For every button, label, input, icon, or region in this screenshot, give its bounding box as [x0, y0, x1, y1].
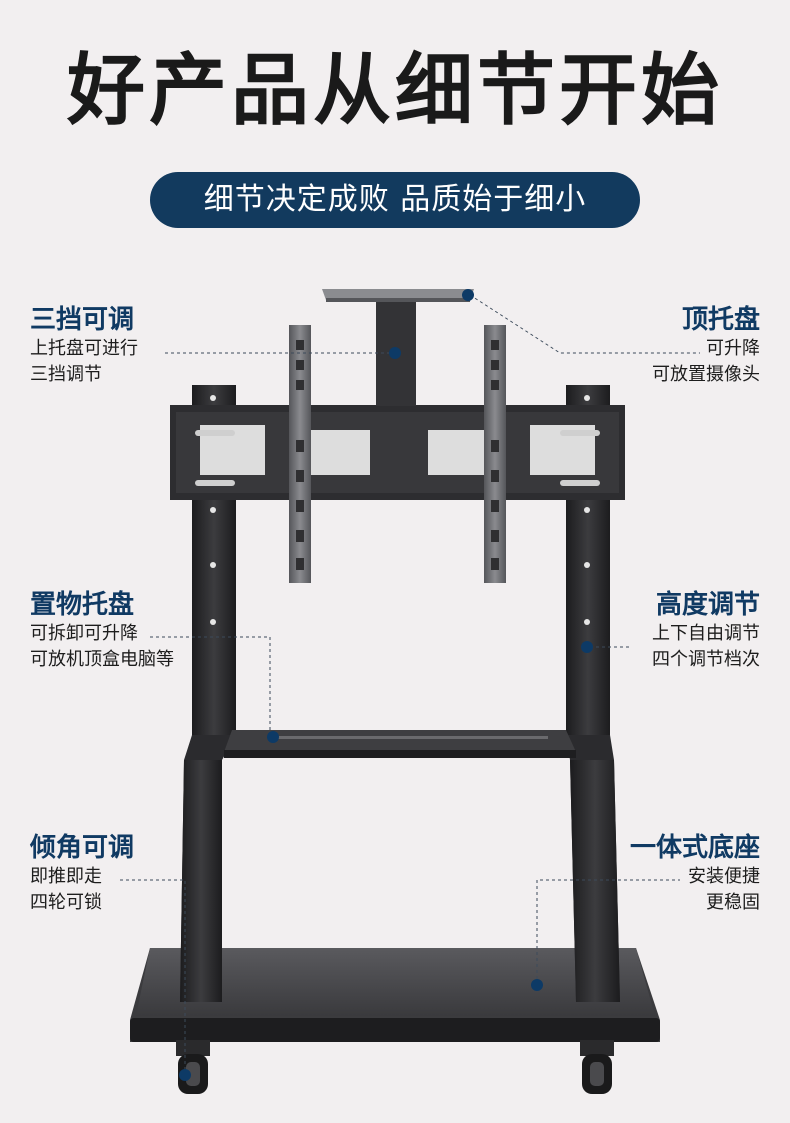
feature-line: 即推即走	[30, 866, 102, 888]
feature-height: 高度调节 上下自由调节 四个调节档次	[652, 590, 760, 673]
feature-line: 更稳固	[706, 892, 760, 914]
feature-line: 可放置摄像头	[652, 364, 760, 386]
feature-heading: 三挡可调	[30, 305, 135, 335]
feature-line: 可拆卸可升降	[30, 623, 138, 645]
feature-line: 可放机顶盒电脑等	[30, 649, 174, 671]
subtitle-banner: 细节决定成败 品质始于细小	[150, 172, 640, 228]
main-title: 好产品从细节开始	[66, 46, 723, 136]
feature-line: 上下自由调节	[652, 623, 760, 645]
mount-crossbar	[170, 405, 625, 500]
shelf-tray	[224, 730, 576, 758]
feature-heading: 高度调节	[655, 590, 760, 620]
feature-top-tray: 顶托盘 可升降 可放置摄像头	[652, 305, 760, 388]
feature-shelf: 置物托盘 可拆卸可升降 可放机顶盒电脑等	[30, 590, 174, 673]
feature-line: 可升降	[706, 338, 760, 360]
leader-lines	[120, 294, 700, 1075]
feature-line: 上托盘可进行	[30, 338, 138, 360]
feature-tilt: 倾角可调 即推即走 四轮可锁	[30, 833, 134, 916]
feature-line: 四个调节档次	[652, 649, 760, 671]
feature-line: 四轮可锁	[30, 892, 102, 914]
callout-dots	[179, 289, 593, 1081]
feature-line: 安装便捷	[688, 866, 760, 888]
base-plate	[130, 948, 660, 1042]
caster-wheels	[176, 1040, 614, 1094]
feature-heading: 顶托盘	[681, 305, 760, 335]
feature-heading: 置物托盘	[30, 590, 135, 620]
top-tray	[322, 289, 474, 406]
feature-base: 一体式底座 安装便捷 更稳固	[630, 833, 760, 916]
feature-line: 三挡调节	[30, 364, 102, 386]
feature-heading: 一体式底座	[629, 833, 760, 863]
feature-three-step: 三挡可调 上托盘可进行 三挡调节	[30, 305, 138, 388]
vesa-brackets	[289, 325, 506, 583]
feature-heading: 倾角可调	[30, 833, 135, 863]
